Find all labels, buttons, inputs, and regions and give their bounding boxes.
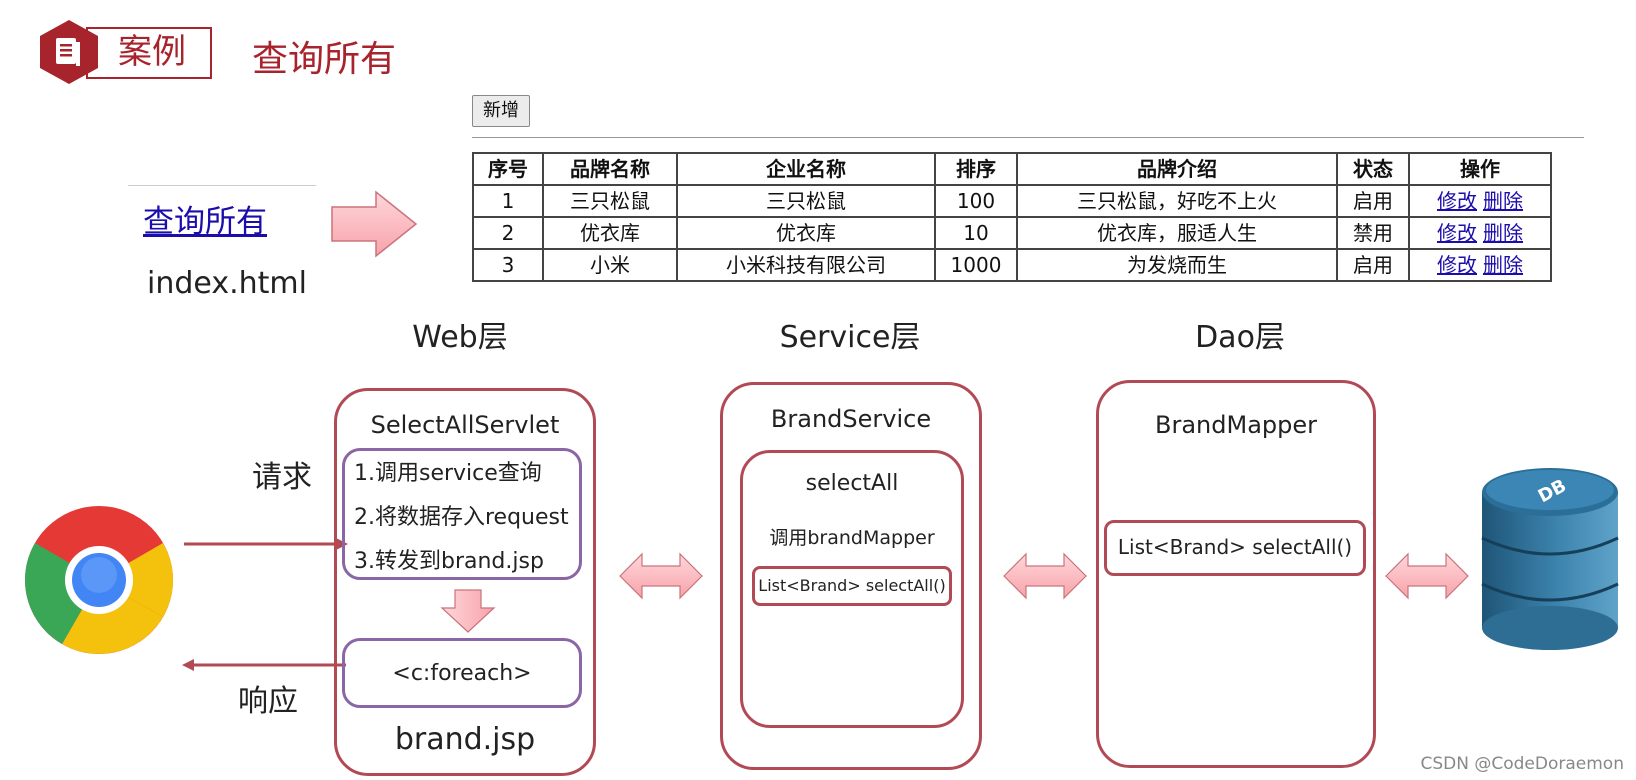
service-layer-label: Service层 [779,320,921,355]
col-header: 操作 [1408,152,1552,186]
cell-actions: 修改删除 [1408,184,1552,218]
web-layer-label: Web层 [412,320,508,355]
web-service-double-arrow-icon [619,552,703,600]
service-layer-box [720,382,982,770]
query-all-link[interactable]: 查询所有 [143,204,267,240]
cell-desc: 为发烧而生 [1016,248,1338,282]
request-label: 请求 [252,460,312,495]
foreach-tag: <c:foreach> [392,661,532,686]
dao-layer-box [1096,380,1376,768]
index-filename: index.html [147,266,307,301]
servlet-steps-box [342,448,582,580]
select-all-box [740,450,964,728]
watermark: CSDN @CodeDoraemon [1420,754,1625,774]
cell-id: 1 [472,184,544,218]
service-method: selectAll [805,471,899,496]
service-dao-double-arrow-icon [1003,552,1087,600]
request-arrow-icon [184,538,348,550]
response-arrow-icon [182,659,346,671]
response-label: 响应 [238,684,298,719]
service-signature-box [752,566,952,606]
cell-status: 禁用 [1336,216,1410,250]
navigate-arrow-icon [331,190,418,258]
cell-company: 三只松鼠 [676,184,936,218]
col-header: 品牌名称 [542,152,678,186]
cell-order: 10 [934,216,1018,250]
col-header: 序号 [472,152,544,186]
edit-link[interactable]: 修改 [1437,189,1477,213]
service-signature: List<Brand> selectAll() [758,576,946,595]
web-layer-box [334,388,596,776]
page-title: 查询所有 [252,39,397,80]
cell-desc: 优衣库，服适人生 [1016,216,1338,250]
case-tag-box [86,27,212,79]
cell-company: 优衣库 [676,216,936,250]
dao-layer-label: Dao层 [1195,320,1285,355]
col-header: 状态 [1336,152,1410,186]
add-button[interactable]: 新增 [472,95,530,127]
servlet-step-2: 2.将数据存入request [354,505,569,530]
forward-down-arrow-icon [440,589,496,633]
col-header: 企业名称 [676,152,936,186]
delete-link[interactable]: 删除 [1483,189,1523,213]
servlet-step-1: 1.调用service查询 [354,461,542,486]
edit-link[interactable]: 修改 [1437,221,1477,245]
cell-brand: 优衣库 [542,216,678,250]
chrome-browser-icon [25,506,173,654]
cell-actions: 修改删除 [1408,248,1552,282]
jsp-name: brand.jsp [394,722,536,757]
cell-order: 100 [934,184,1018,218]
col-header: 品牌介绍 [1016,152,1338,186]
servlet-step-3: 3.转发到brand.jsp [354,549,544,574]
cell-brand: 三只松鼠 [542,184,678,218]
service-call: 调用brandMapper [769,527,935,549]
case-tag: 案例 [118,32,186,72]
foreach-box [342,638,582,708]
cell-id: 3 [472,248,544,282]
cell-order: 1000 [934,248,1018,282]
table-header-row: 序号 品牌名称 企业名称 排序 品牌介绍 状态 操作 [472,152,1552,186]
col-header: 排序 [934,152,1018,186]
cell-desc: 三只松鼠，好吃不上火 [1016,184,1338,218]
table-row: 2 优衣库 优衣库 10 优衣库，服适人生 禁用 修改删除 [472,216,1552,250]
cell-status: 启用 [1336,184,1410,218]
cell-id: 2 [472,216,544,250]
service-name: BrandService [770,405,932,433]
servlet-name: SelectAllServlet [370,411,560,439]
dao-db-double-arrow-icon [1385,552,1469,600]
page-divider [472,137,1584,138]
table-row: 1 三只松鼠 三只松鼠 100 三只松鼠，好吃不上火 启用 修改删除 [472,184,1552,218]
dao-signature-box [1104,520,1366,576]
table-row: 3 小米 小米科技有限公司 1000 为发烧而生 启用 修改删除 [472,248,1552,282]
left-divider [128,185,316,186]
database-icon: DB [1481,468,1619,650]
cell-company: 小米科技有限公司 [676,248,936,282]
edit-link[interactable]: 修改 [1437,253,1477,277]
cell-brand: 小米 [542,248,678,282]
brand-table: 序号 品牌名称 企业名称 排序 品牌介绍 状态 操作 1 三只松鼠 三只松鼠 1… [472,152,1552,282]
delete-link[interactable]: 删除 [1483,253,1523,277]
dao-signature: List<Brand> selectAll() [1117,535,1353,559]
cell-actions: 修改删除 [1408,216,1552,250]
cell-status: 启用 [1336,248,1410,282]
dao-name: BrandMapper [1155,411,1317,439]
delete-link[interactable]: 删除 [1483,221,1523,245]
